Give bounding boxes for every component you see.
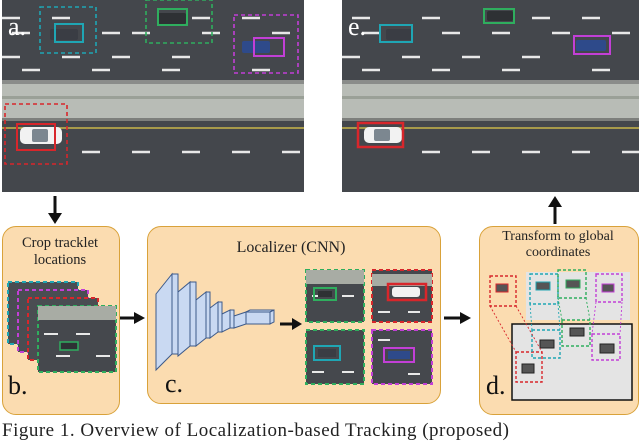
cropped-stack xyxy=(7,281,117,373)
global-transform-diagram xyxy=(489,269,633,401)
panel-label-c: c. xyxy=(165,369,184,398)
road-image-a: a. xyxy=(2,0,304,192)
panel-label-e: e. xyxy=(348,12,367,41)
crop-title: Crop tracklet locations xyxy=(21,235,99,268)
arrow-right-icon xyxy=(444,312,471,324)
figure-caption: Figure 1. Overview of Localization-based… xyxy=(2,420,510,441)
localizer-outputs xyxy=(305,269,433,385)
transform-title: Transform to global coordinates xyxy=(502,229,614,261)
panel-label-d: d. xyxy=(486,371,506,400)
panel-label-a: a. xyxy=(8,12,27,41)
panel-label-b: b. xyxy=(8,371,28,400)
road-scene-e xyxy=(342,0,639,192)
road-scene-a xyxy=(2,0,304,192)
cnn-network-icon xyxy=(155,272,275,372)
arrow-up-icon xyxy=(548,196,562,224)
localizer-title: Localizer (CNN) xyxy=(236,239,346,256)
arrow-right-icon xyxy=(280,318,302,330)
road-image-e: e. xyxy=(342,0,639,192)
arrow-right-icon xyxy=(120,312,145,324)
arrow-down-icon xyxy=(48,196,62,224)
